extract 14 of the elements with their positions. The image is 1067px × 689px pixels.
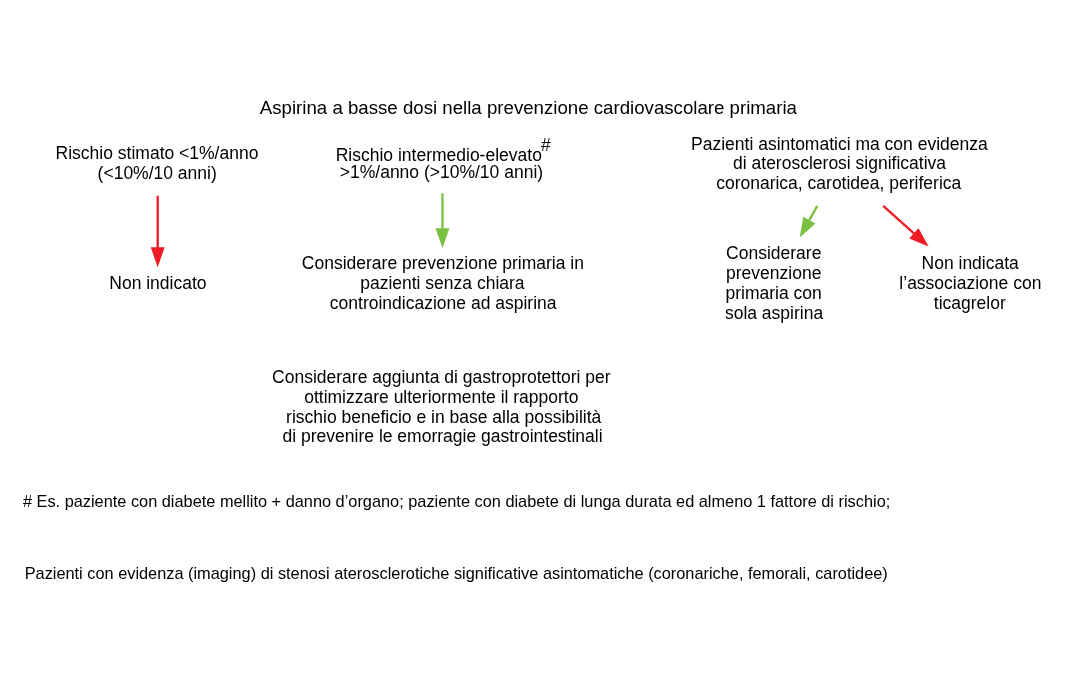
node-text: Non indicata l’associazione con ticagrelor (899, 252, 1042, 313)
arrow (882, 204, 929, 247)
arrow (435, 192, 450, 248)
diagram-title: Aspirina a basse dosi nella prevenzione cardiovascolare primaria (259, 96, 797, 118)
label: Considerare aggiunta di gastroprotettori per ottimizzare ulteriormente il rapporto rischio beneficio e in base alla possibilità di prevenire le emorragie gastrointestinali (272, 366, 611, 446)
arrow (150, 195, 165, 267)
node-text: Considerare prevenzione primaria con sola aspirina (724, 242, 824, 323)
label: Pazienti con evidenza (imaging) di stenosi aterosclerotiche significative asintomatiche (coronariche, femorali, carotidee) (24, 563, 888, 582)
node-text: Non indicato (109, 272, 207, 293)
node-text: Pazienti asintomatici ma con evidenza di aterosclerosi significativa coronarica, carotidea, periferica (691, 133, 988, 193)
arrow (799, 204, 819, 238)
node-text: Rischio stimato <1%/anno (<10%/10 anni) (55, 142, 259, 183)
label: # Es. paziente con diabete mellito + danno d’organo; paziente con diabete di lunga durata ed almeno 1 fattore di rischio; (22, 491, 891, 510)
node-text: Considerare prevenzione primaria in pazienti senza chiara controindicazione ad aspirina (301, 252, 584, 313)
